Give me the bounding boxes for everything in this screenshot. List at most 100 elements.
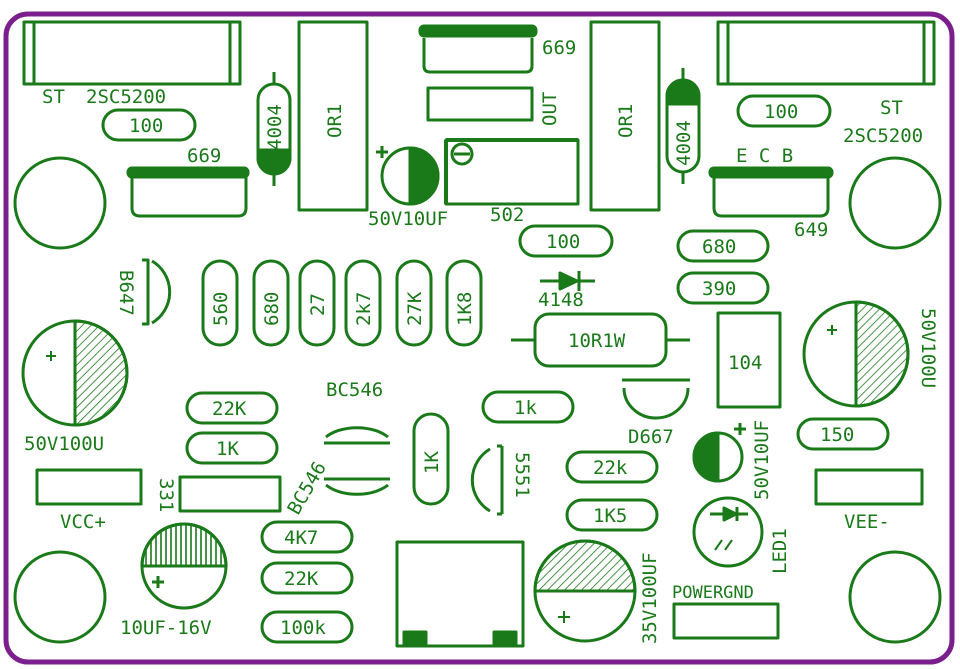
transistor-st-right <box>716 20 936 86</box>
label-22k-left: 22K <box>212 398 247 420</box>
label-b647: B647 <box>115 270 137 316</box>
resistor-22k-left <box>185 391 279 425</box>
out-connector <box>426 86 534 122</box>
transistor-d667 <box>622 378 690 420</box>
resistor-100-left <box>101 108 197 142</box>
resistor-1k5 <box>565 498 659 532</box>
capacitor-50v100u-right <box>802 300 910 408</box>
resistor-2k7 <box>344 259 382 347</box>
label-1k5: 1K5 <box>593 505 627 527</box>
capacitor-50v10uf-right <box>692 423 746 483</box>
resistor-390 <box>676 271 770 305</box>
transistor-5551 <box>470 444 504 516</box>
label-35v100uf: 35V100UF <box>639 552 661 644</box>
resistor-27 <box>298 259 336 347</box>
label-out: OUT <box>539 92 561 126</box>
vee-connector <box>814 468 924 506</box>
mounting-hole-bl <box>13 550 107 644</box>
capacitor-331 <box>178 475 282 513</box>
label-10uf-16v: 10UF-16V <box>120 617 212 639</box>
resistor-10r1w <box>511 312 690 368</box>
label-1k-left: 1K <box>216 438 239 460</box>
powergnd-connector <box>672 602 780 640</box>
label-or1-left: OR1 <box>324 104 346 138</box>
label-104: 104 <box>728 352 762 374</box>
label-led1: LED1 <box>769 528 791 574</box>
resistor-or1-left <box>297 20 369 212</box>
diode-4148 <box>540 271 595 291</box>
label-vee: VEE- <box>844 511 890 533</box>
board-outline <box>3 11 955 665</box>
label-680-mid: 680 <box>261 292 283 326</box>
resistor-1k-mid <box>481 390 575 424</box>
label-502: 502 <box>490 204 524 226</box>
label-or1-right: OR1 <box>615 104 637 138</box>
label-50v10uf-top: 50V10UF <box>368 208 448 230</box>
label-390: 390 <box>702 278 736 300</box>
resistor-or1-right <box>589 20 661 212</box>
label-100-right-top: 100 <box>764 101 798 123</box>
label-bc546-side: BC546 <box>283 458 331 519</box>
label-50v100u-left: 50V100U <box>24 433 104 455</box>
label-1k8: 1K8 <box>454 292 476 326</box>
label-vcc: VCC+ <box>60 511 106 533</box>
transistor-st-left <box>22 20 242 86</box>
resistor-150 <box>796 417 890 451</box>
transistor-669-top <box>418 24 538 74</box>
label-50v10uf-right: 50V10UF <box>751 420 773 500</box>
label-4k7: 4K7 <box>284 527 318 549</box>
resistor-680-right <box>676 229 770 263</box>
diode-4004-left <box>256 72 292 186</box>
capacitor-10uf-16v <box>140 522 228 610</box>
label-649: 649 <box>794 219 828 241</box>
resistor-4k7 <box>260 520 354 554</box>
label-100k: 100k <box>280 617 326 639</box>
transistor-b647 <box>142 258 172 326</box>
resistor-22k-right <box>565 450 659 484</box>
resistor-100-right-top <box>736 94 832 128</box>
capacitor-104 <box>716 311 782 409</box>
label-100-left: 100 <box>129 115 163 137</box>
resistor-22k-bottom <box>260 561 354 595</box>
power-component <box>395 540 525 648</box>
transistor-669-left <box>126 166 250 218</box>
label-669-top: 669 <box>542 37 576 59</box>
resistor-680-mid <box>252 259 290 347</box>
transistor-bc546-bottom <box>324 477 390 496</box>
resistor-100k <box>260 610 354 644</box>
mounting-hole-tr <box>848 156 942 250</box>
capacitor-50v10uf-top <box>376 146 440 206</box>
label-2sc5200-left: 2SC5200 <box>86 86 166 108</box>
label-4004-right: 4004 <box>673 120 695 166</box>
transistor-649-right <box>708 166 834 218</box>
mounting-hole-tl <box>13 156 107 250</box>
label-st-left: ST <box>42 86 65 108</box>
vcc-connector <box>35 468 143 506</box>
label-1k-mid: 1k <box>514 397 537 419</box>
label-1k-vertical: 1K <box>421 451 443 474</box>
resistor-1k-vertical <box>412 412 450 506</box>
trimpot-502 <box>444 138 580 206</box>
label-d667: D667 <box>628 426 674 448</box>
label-bc546-top: BC546 <box>326 379 383 401</box>
label-680-right: 680 <box>702 236 736 258</box>
resistor-1k8 <box>445 259 483 347</box>
label-27: 27 <box>307 293 329 316</box>
transistor-bc546-top <box>324 426 390 445</box>
label-powergnd: POWERGND <box>672 583 754 603</box>
resistor-27k <box>395 259 433 347</box>
label-22k-right: 22k <box>593 457 628 479</box>
label-100-mid: 100 <box>546 231 580 253</box>
resistor-560 <box>201 259 239 347</box>
label-4148: 4148 <box>538 289 584 311</box>
label-669-left: 669 <box>187 145 221 167</box>
diode-4004-right <box>665 68 701 184</box>
label-27k: 27K <box>404 291 426 326</box>
mounting-hole-br <box>848 550 942 644</box>
label-ecb: E C B <box>736 145 793 167</box>
label-4004-left: 4004 <box>264 104 286 150</box>
label-150: 150 <box>820 424 854 446</box>
led1 <box>692 496 764 568</box>
label-560: 560 <box>210 292 232 326</box>
label-331: 331 <box>155 478 177 512</box>
